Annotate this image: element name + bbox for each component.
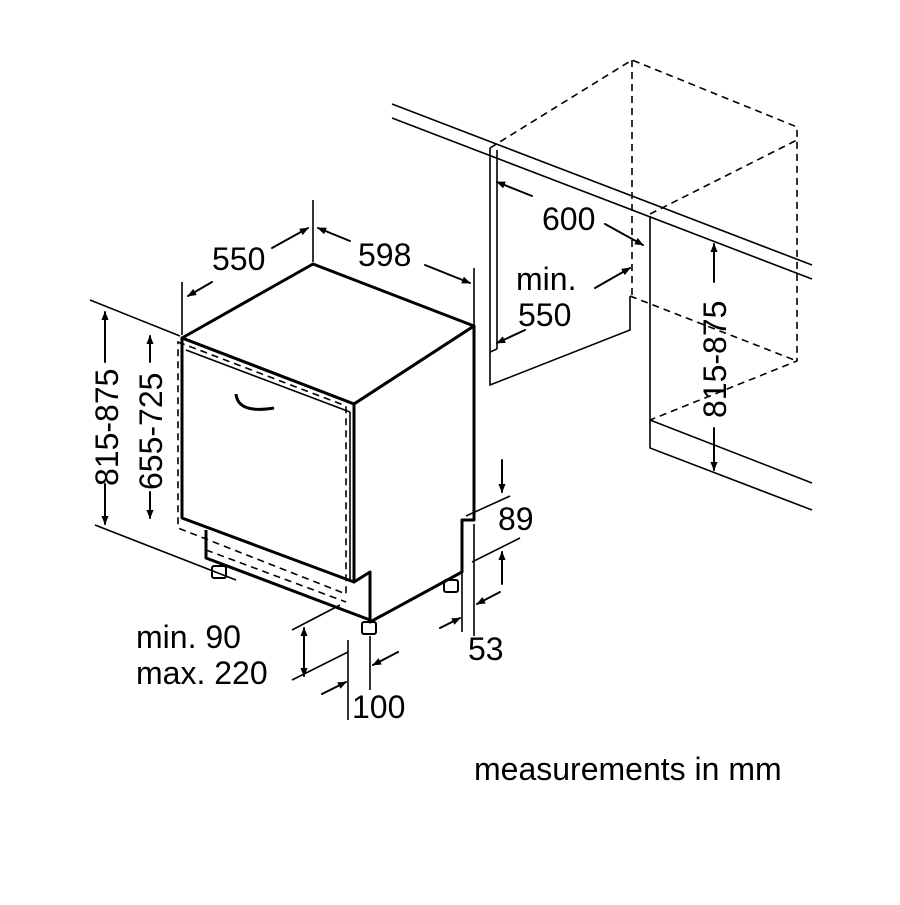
plinth-label-line1: min. 90 (136, 619, 241, 655)
height-dimensions (89, 299, 237, 581)
niche-depth-label-line2: 550 (518, 297, 571, 333)
foot-front-right (361, 621, 377, 635)
plinth-depth-label: 100 (352, 689, 405, 725)
depth-dimension (181, 200, 314, 335)
niche-depth-dimension (496, 267, 631, 344)
outer-height-label: 815-875 (89, 369, 125, 486)
depth-label: 550 (212, 241, 265, 277)
niche-width-dimension (496, 181, 644, 246)
niche-width-label: 600 (542, 201, 595, 237)
door-height-label: 655-725 (133, 373, 169, 490)
plinth-dimensions (291, 604, 399, 720)
toe-kick-dimensions (439, 459, 521, 636)
width-dimension (317, 227, 475, 325)
foot-rear-right (443, 579, 459, 593)
toe-bottom-label: 53 (468, 631, 504, 667)
niche-height-label: 815-875 (697, 301, 733, 418)
door-handle (234, 393, 275, 411)
foot-front-left (211, 565, 227, 579)
width-label: 598 (358, 237, 411, 273)
niche-depth-label-line1: min. (516, 261, 576, 297)
units-note: measurements in mm (474, 751, 782, 787)
dishwasher-body (177, 262, 476, 635)
plinth-label-line2: max. 220 (136, 655, 268, 691)
niche-cabinet (391, 59, 813, 511)
toe-top-label: 89 (498, 501, 534, 537)
